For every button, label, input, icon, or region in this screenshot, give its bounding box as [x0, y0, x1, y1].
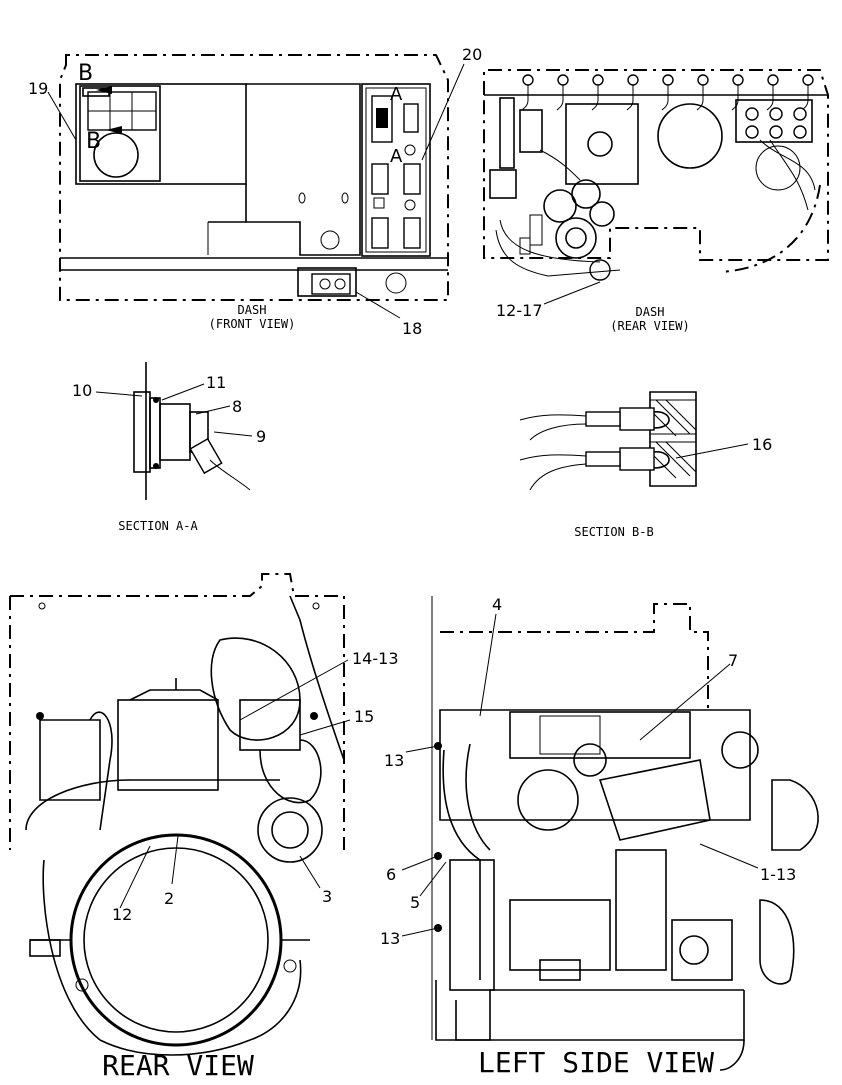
dash-rear-title-line1: DASH	[636, 305, 665, 319]
callout-4: 4	[492, 595, 502, 614]
dash-connector-icon	[732, 74, 744, 86]
callout-13-lower: 13	[380, 929, 400, 948]
callout-8: 8	[232, 397, 242, 416]
view-titles: DASH (FRONT VIEW) DASH (REAR VIEW) SECTI…	[102, 303, 714, 1082]
section-b-b-diagram	[519, 391, 697, 491]
dash-connector-wire	[661, 85, 669, 111]
callout-1-13: 1-13	[760, 865, 796, 884]
dash-connector-icon	[557, 74, 569, 86]
section-marker-a-top: A	[390, 84, 403, 105]
callout-5: 5	[410, 893, 420, 912]
callout-2: 2	[164, 889, 174, 908]
dash-rear-view	[483, 69, 829, 281]
dash-connector-wire	[556, 85, 564, 111]
section-marker-b-bottom: B	[86, 129, 101, 154]
dash-front-title-line2: (FRONT VIEW)	[209, 317, 296, 331]
dash-front-view	[59, 54, 449, 301]
callout-10: 10	[72, 381, 92, 400]
callout-13-upper: 13	[384, 751, 404, 770]
left-side-view-diagram	[431, 596, 819, 1071]
callout-6: 6	[386, 865, 396, 884]
callout-14-13: 14-13	[352, 649, 399, 668]
dash-connector-wire	[521, 85, 529, 111]
dash-connector-icon	[697, 74, 709, 86]
dash-connector-wire	[801, 85, 809, 111]
section-marker-b-top: B	[78, 61, 93, 86]
dash-connector-wire	[591, 85, 599, 111]
rear-view-diagram	[9, 573, 345, 1056]
section-b-b-title: SECTION B-B	[574, 525, 653, 539]
callout-19: 19	[28, 79, 48, 98]
callout-7: 7	[728, 651, 738, 670]
leader-lines	[47, 63, 759, 937]
dash-connector-wire	[626, 85, 634, 111]
section-markers: B B A A	[78, 61, 403, 167]
callout-3: 3	[322, 887, 332, 906]
dash-connector-icon	[522, 74, 534, 86]
callout-18: 18	[402, 319, 422, 338]
dash-connector-icon	[662, 74, 674, 86]
callout-9: 9	[256, 427, 266, 446]
callout-11: 11	[206, 373, 226, 392]
section-a-a-diagram	[133, 362, 251, 500]
callout-16: 16	[752, 435, 772, 454]
section-a-a-title: SECTION A-A	[118, 519, 198, 533]
callout-12-17: 12-17	[496, 301, 543, 320]
callout-15: 15	[354, 707, 374, 726]
dash-connector-icon	[802, 74, 814, 86]
dash-connector-icon	[627, 74, 639, 86]
section-marker-a-bottom: A	[390, 146, 403, 167]
left-side-view-title: LEFT SIDE VIEW	[478, 1046, 714, 1079]
dash-connector-wire	[731, 85, 739, 111]
dash-connector-wire	[766, 85, 774, 111]
dash-connector-icon	[592, 74, 604, 86]
callout-20: 20	[462, 45, 482, 64]
callout-12: 12	[112, 905, 132, 924]
rear-view-title: REAR VIEW	[102, 1049, 254, 1082]
dash-connector-icon	[767, 74, 779, 86]
dash-rear-title-line2: (REAR VIEW)	[610, 319, 689, 333]
callout-numbers: 19 20 18 12-17 10 11 8 9 16 14-13 15 12 …	[28, 45, 796, 948]
dash-front-title-line1: DASH	[238, 303, 267, 317]
